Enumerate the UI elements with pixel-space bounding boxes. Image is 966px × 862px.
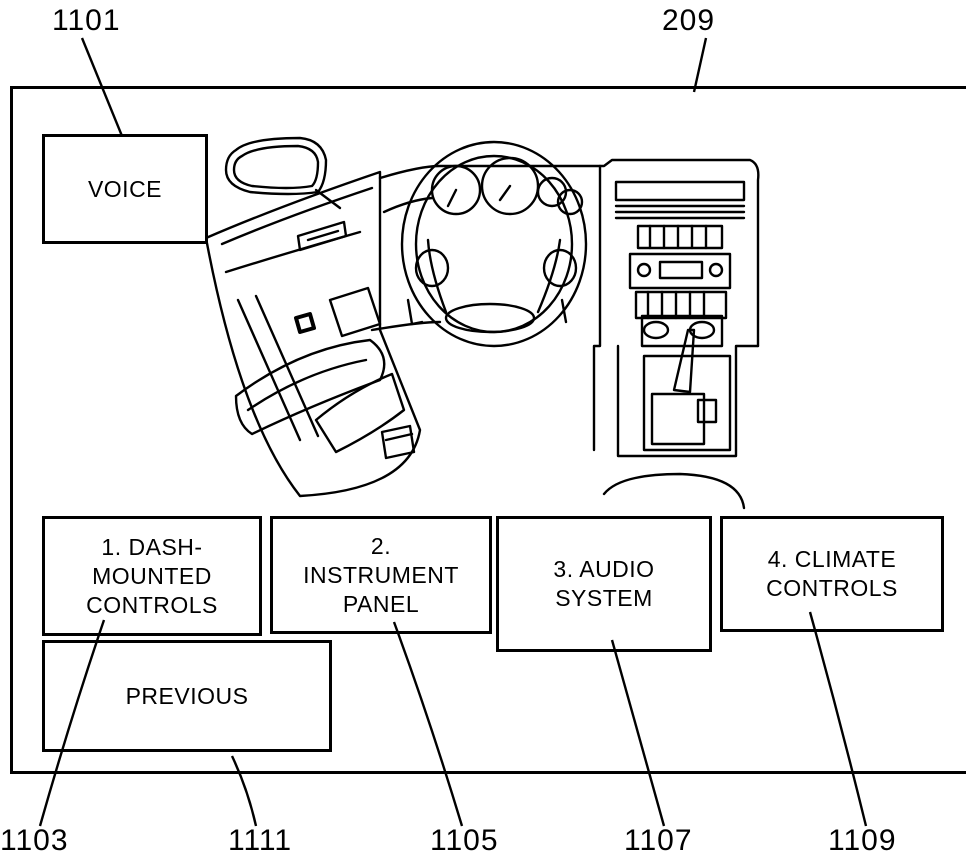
ref-1107: 1107	[624, 824, 693, 857]
climate-controls-button[interactable]: 4. CLIMATE CONTROLS	[720, 516, 944, 632]
voice-button[interactable]: VOICE	[42, 134, 208, 244]
instrument-panel-button[interactable]: 2. INSTRUMENT PANEL	[270, 516, 492, 634]
display-screen	[10, 86, 966, 774]
audio-system-button[interactable]: 3. AUDIO SYSTEM	[496, 516, 712, 652]
ref-209: 209	[662, 4, 716, 37]
ref-1103: 1103	[0, 824, 69, 857]
ref-1105: 1105	[430, 824, 499, 857]
previous-button[interactable]: PREVIOUS	[42, 640, 332, 752]
ref-1109: 1109	[828, 824, 897, 857]
ref-1101: 1101	[52, 4, 121, 37]
dash-mounted-controls-button[interactable]: 1. DASH- MOUNTED CONTROLS	[42, 516, 262, 636]
ref-1111: 1111	[228, 824, 293, 857]
